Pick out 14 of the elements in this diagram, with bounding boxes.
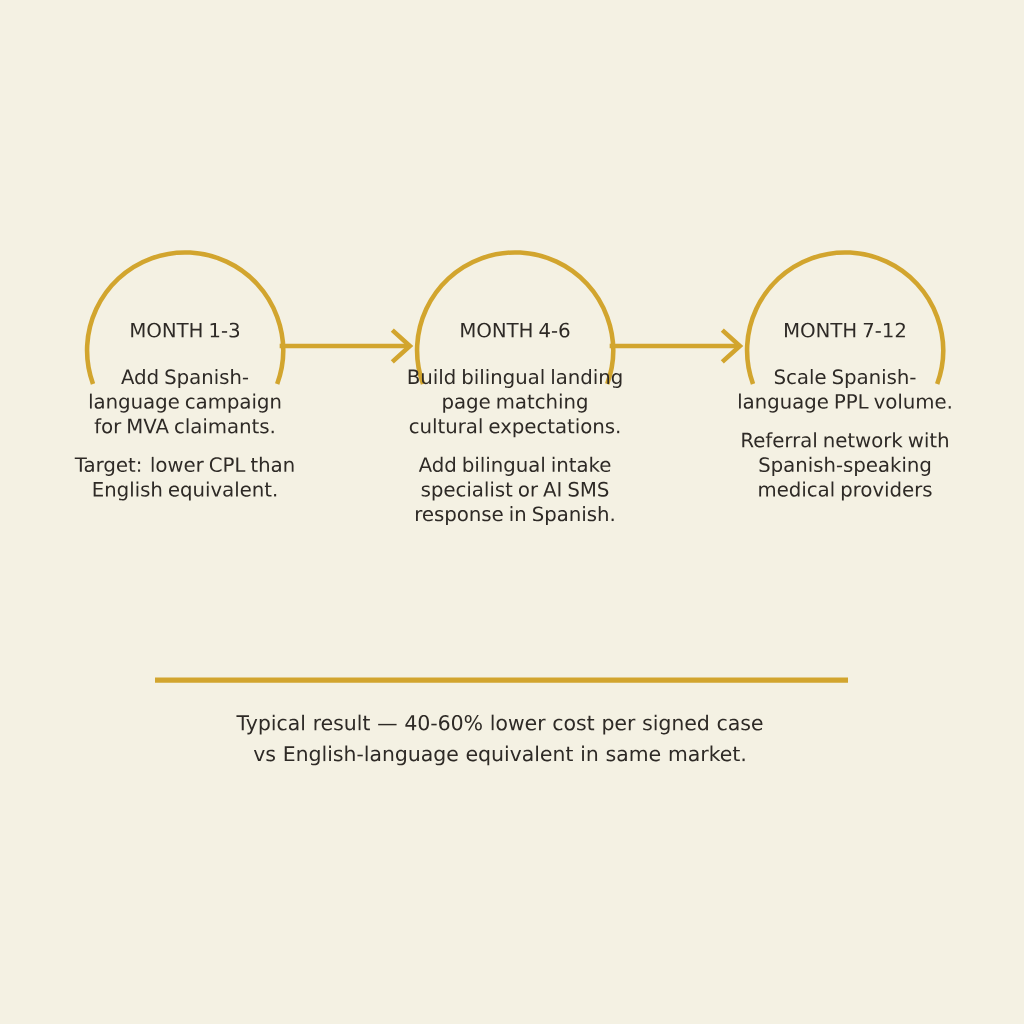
- phase-node: [408, 250, 622, 526]
- phase-node: [74, 250, 294, 501]
- arrow: [609, 328, 744, 364]
- summary-text: Typical result — 40-60% lower cost per signed case vs English-language equivalent in same market.: [236, 714, 763, 766]
- phase-description: Referral network with Spanish-speaking medical providers: [742, 432, 948, 501]
- phase-description: Target: lower CPL than English equivalent.: [74, 456, 294, 501]
- phase-description: Scale Spanish-language PPL volume.: [739, 369, 951, 413]
- phase-node: [739, 250, 951, 501]
- phase-heading: MONTH 1-3: [131, 322, 240, 338]
- phase-heading: MONTH 7-12: [785, 322, 905, 338]
- arrow: [279, 328, 414, 364]
- phase-heading: MONTH 4-6: [461, 322, 570, 338]
- phase-description: Add Spanish-language campaign for MVA claimants.: [89, 369, 281, 434]
- phase-description: Add bilingual intake specialist or AI SMS response in Spanish.: [416, 456, 614, 526]
